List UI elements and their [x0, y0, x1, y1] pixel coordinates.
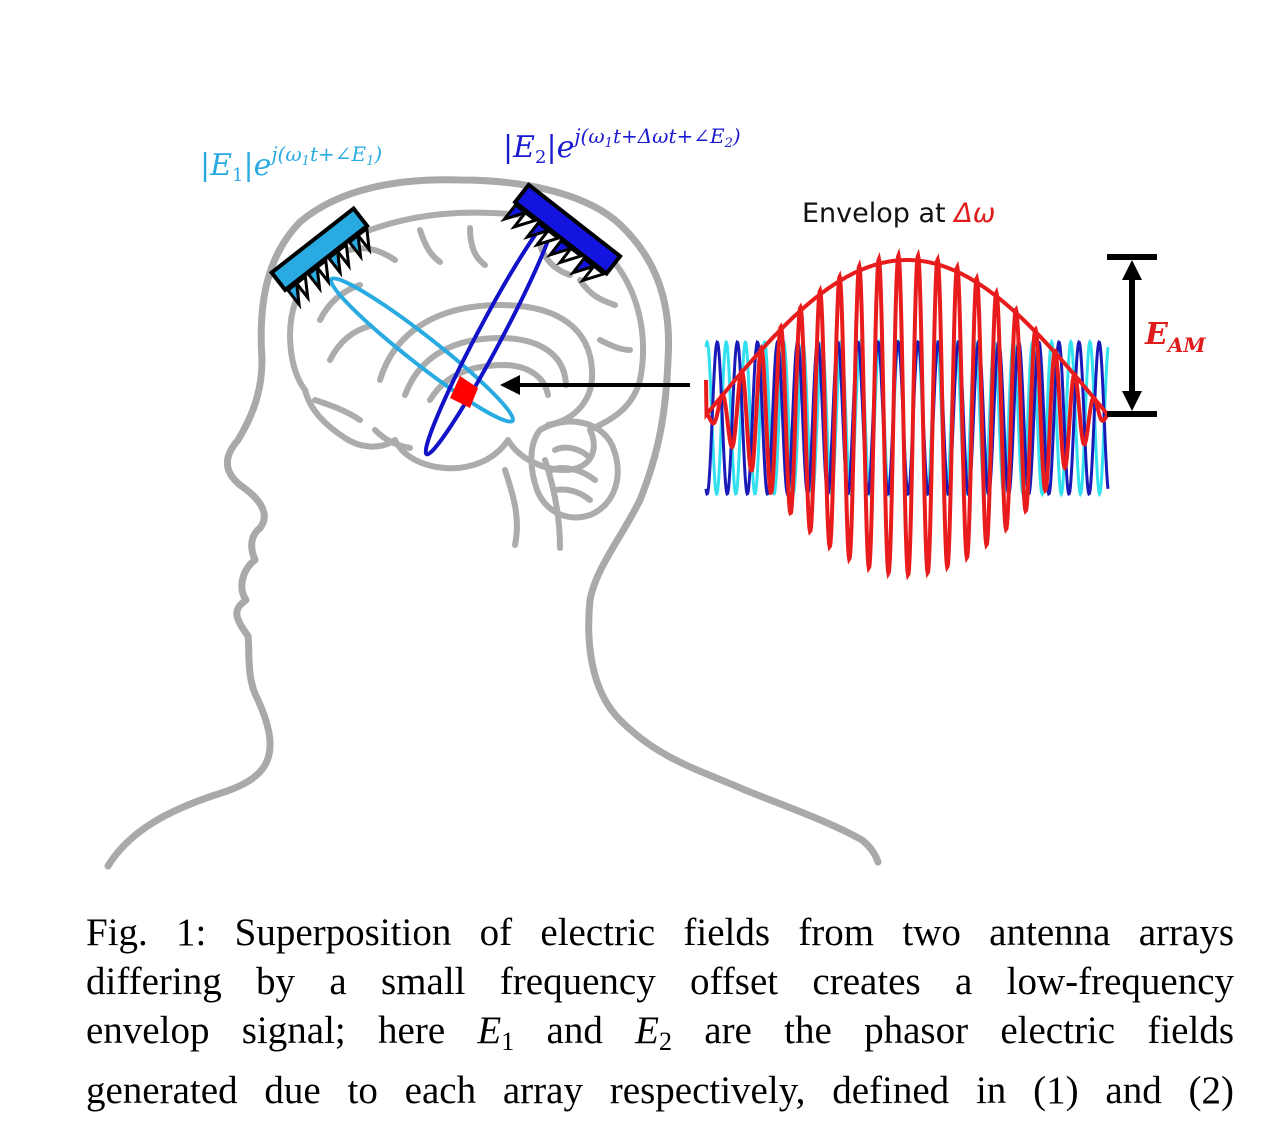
antenna-array-2 [500, 182, 623, 284]
antenna-element [315, 257, 331, 287]
eam-bracket [1107, 254, 1157, 417]
caption-line-3: envelop signal; here E1 and E2 are the p… [86, 1009, 1235, 1056]
figure-caption: Fig. 1: Superposition of electric fields… [86, 908, 1234, 1115]
caption-line-2: differing by a small frequency offset cr… [86, 960, 1234, 1003]
antenna-element [523, 220, 552, 240]
envelope-text: Envelop at [802, 198, 955, 229]
delta-omega-symbol: Δω [954, 198, 996, 229]
e1-magnitude: |E [200, 148, 233, 183]
caption-line-1: Fig. 1: Superposition of electric fields… [86, 911, 1234, 954]
e2-phasor-label: |E2|ej(ω1t+Δωt+∠E2) [503, 124, 741, 168]
antenna-element [545, 238, 575, 258]
caption-line-4: generated due to each array respectively… [86, 1069, 1234, 1112]
head-outline [104, 176, 882, 870]
beam-1 [328, 276, 516, 424]
antenna-element [555, 246, 585, 266]
focus-region [450, 376, 478, 408]
antenna-array-1 [268, 205, 372, 310]
antenna-element [578, 264, 607, 284]
e2-exponent: j(ω1t+Δωt+∠E2) [574, 124, 741, 151]
figure-illustration [104, 176, 1157, 870]
e2-exp-base: |e [546, 130, 575, 165]
eam-label: EAM [1145, 317, 1206, 357]
wave-sum [705, 247, 1110, 581]
antenna-element [347, 232, 363, 262]
antenna-element [532, 228, 562, 248]
antenna-element [335, 241, 351, 271]
e2-magnitude: |E [503, 130, 536, 165]
eam-sub: AM [1167, 333, 1206, 357]
wave-e2 [704, 339, 1110, 497]
antenna-element [356, 225, 372, 255]
e1-sub: 1 [232, 165, 244, 186]
e1-exponent: j(ω1t+∠E1) [271, 142, 383, 169]
e1-phasor-label: |E1|ej(ω1t+∠E1) [200, 142, 382, 186]
eam-arrow-up [1122, 260, 1142, 280]
antenna-element [510, 210, 539, 230]
envelope-label: Envelop at Δω [802, 198, 995, 229]
envelope-curve [704, 258, 1110, 420]
pointer-arrow [500, 375, 690, 395]
antenna-element [568, 256, 598, 276]
antenna-element [294, 273, 310, 303]
antenna-element [326, 248, 343, 278]
waveforms [704, 247, 1110, 581]
e1-exp-base: |e [243, 148, 272, 183]
antenna-element [306, 264, 322, 294]
antenna-element [285, 280, 302, 310]
eam-arrow-down [1122, 391, 1142, 411]
eam-main: E [1145, 317, 1168, 352]
e2-sub: 2 [535, 147, 547, 168]
antenna-element [500, 202, 529, 223]
